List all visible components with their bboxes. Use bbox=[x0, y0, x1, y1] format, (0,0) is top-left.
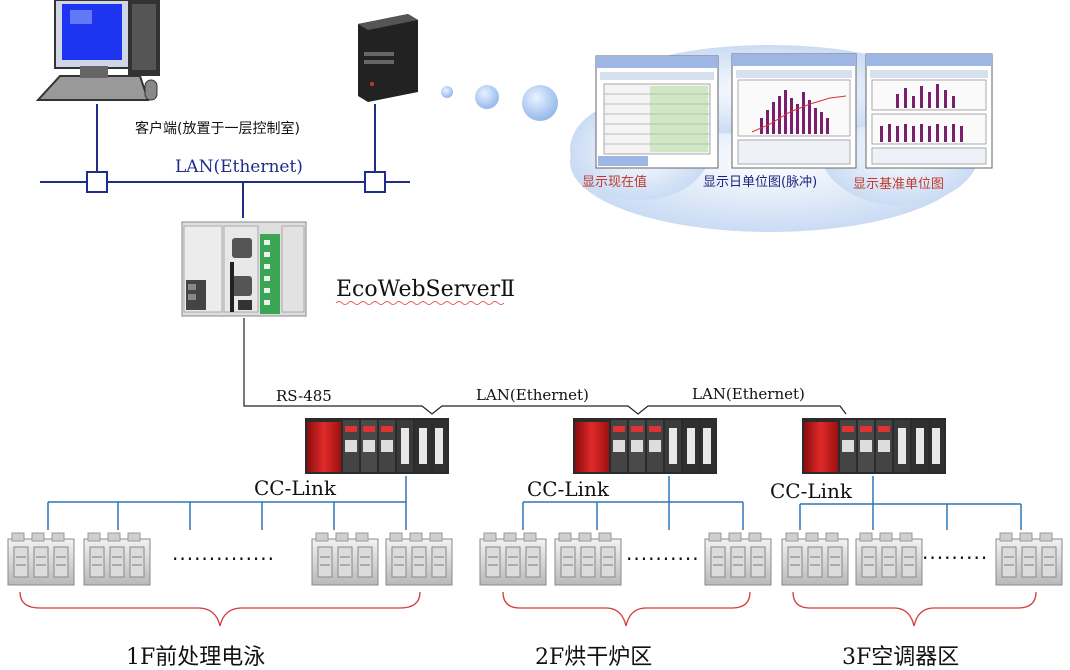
sensor-module-icon bbox=[479, 532, 547, 586]
sensor-module-icon bbox=[385, 532, 453, 586]
cclink-label-3: CC-Link bbox=[770, 479, 853, 503]
screen-thumb-daily-chart bbox=[731, 53, 857, 169]
cclink-label-1: CC-Link bbox=[254, 476, 337, 500]
screen-label-daily: 显示日单位图(脉冲) bbox=[703, 175, 817, 190]
area-brace-1 bbox=[19, 591, 421, 627]
cclink-label-2: CC-Link bbox=[527, 477, 610, 501]
server-label: EcoWebServerⅡ bbox=[336, 277, 515, 302]
plc-1-icon bbox=[305, 418, 449, 474]
server-tower-icon bbox=[358, 14, 418, 102]
area-label-2: 2F烘干炉区 bbox=[535, 645, 652, 670]
cclink-bus-1 bbox=[47, 476, 407, 530]
spellcheck-underline bbox=[335, 301, 505, 305]
ecowebserver-device-icon bbox=[181, 221, 307, 317]
top-lan-bus bbox=[40, 104, 410, 218]
area-brace-3 bbox=[792, 591, 1037, 627]
hub-box-right bbox=[364, 171, 386, 193]
screen-thumb-baseline-chart bbox=[865, 53, 993, 169]
ellipsis-dots-1: ·············· bbox=[172, 547, 275, 571]
sensor-module-icon bbox=[704, 532, 772, 586]
area-label-3: 3F空调器区 bbox=[842, 645, 959, 670]
ellipsis-dots-3: ········· bbox=[922, 546, 988, 570]
cclink-bus-3 bbox=[799, 476, 1022, 530]
lan-top-label: LAN(Ethernet) bbox=[175, 157, 303, 177]
link-line bbox=[243, 318, 847, 415]
thought-bubbles bbox=[441, 85, 558, 121]
ellipsis-dots-2: ·········· bbox=[626, 547, 700, 571]
client-pc-icon bbox=[35, 0, 160, 101]
cclink-bus-2 bbox=[522, 476, 744, 530]
sensor-module-icon bbox=[311, 532, 379, 586]
plc-2-icon bbox=[573, 418, 717, 474]
sensor-module-icon bbox=[855, 532, 923, 586]
screen-thumb-current-values bbox=[595, 55, 719, 169]
sensor-module-icon bbox=[554, 532, 622, 586]
sensor-module-icon bbox=[781, 532, 849, 586]
sensor-module-icon bbox=[83, 532, 151, 586]
rs485-label: RS-485 bbox=[276, 387, 332, 405]
screen-label-baseline: 显示基准单位图 bbox=[853, 177, 944, 192]
area-brace-2 bbox=[502, 591, 751, 627]
sensor-module-icon bbox=[995, 532, 1063, 586]
area-label-1: 1F前处理电泳 bbox=[126, 645, 265, 670]
plc-3-icon bbox=[802, 418, 946, 474]
screen-label-current: 显示现在值 bbox=[582, 174, 647, 190]
sensor-module-icon bbox=[7, 532, 75, 586]
client-label: 客户端(放置于一层控制室) bbox=[135, 120, 300, 137]
lan-label-1: LAN(Ethernet) bbox=[476, 386, 589, 404]
hub-box-left bbox=[86, 171, 108, 193]
lan-label-2: LAN(Ethernet) bbox=[692, 385, 805, 403]
